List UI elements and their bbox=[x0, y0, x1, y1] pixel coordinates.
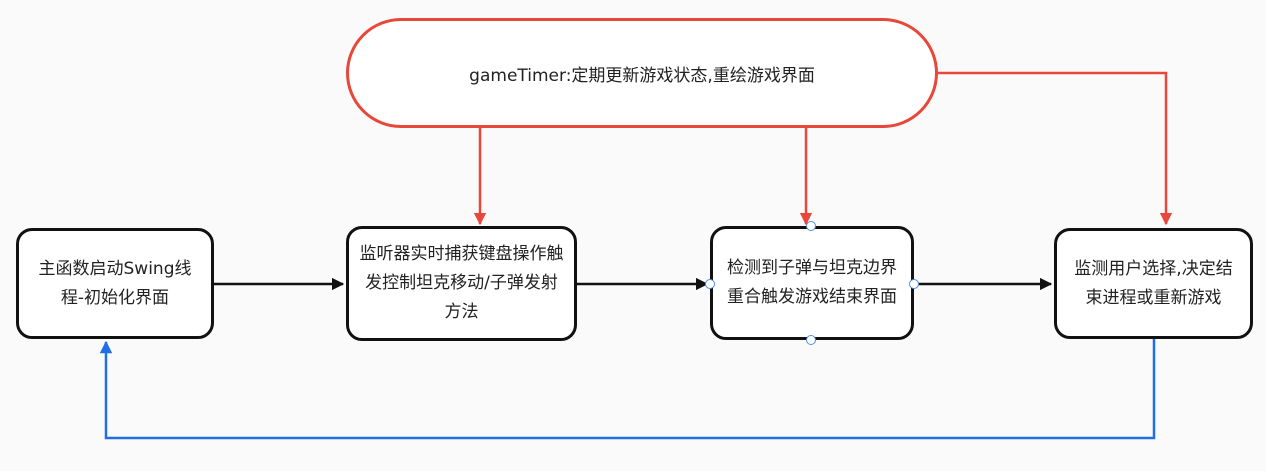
node-choice: 监测用户选择,决定结束进程或重新游戏 bbox=[1054, 228, 1253, 339]
connection-handle-right[interactable] bbox=[909, 279, 919, 289]
connection-handle-left[interactable] bbox=[705, 279, 715, 289]
edge-timer-to-choice bbox=[938, 71, 1173, 226]
game-timer-node: gameTimer:定期更新游戏状态,重绘游戏界面 bbox=[346, 18, 938, 128]
connection-handle-bottom[interactable] bbox=[806, 335, 816, 345]
game-timer-label: gameTimer:定期更新游戏状态,重绘游戏界面 bbox=[469, 65, 815, 86]
edge-choice-to-init bbox=[99, 339, 1156, 440]
node-init: 主函数启动Swing线程-初始化界面 bbox=[16, 228, 214, 339]
node-init-label: 主函数启动Swing线程-初始化界面 bbox=[38, 258, 192, 308]
node-listener: 监听器实时捕获键盘操作触发控制坦克移动/子弹发射方法 bbox=[346, 226, 577, 341]
node-collision: 检测到子弹与坦克边界重合触发游戏结束界面 bbox=[710, 226, 914, 340]
connection-handle-top[interactable] bbox=[806, 221, 816, 231]
node-listener-label: 监听器实时捕获键盘操作触发控制坦克移动/子弹发射方法 bbox=[359, 244, 564, 322]
node-choice-label: 监测用户选择,决定结束进程或重新游戏 bbox=[1074, 258, 1233, 308]
node-collision-label: 检测到子弹与坦克边界重合触发游戏结束界面 bbox=[727, 258, 897, 307]
